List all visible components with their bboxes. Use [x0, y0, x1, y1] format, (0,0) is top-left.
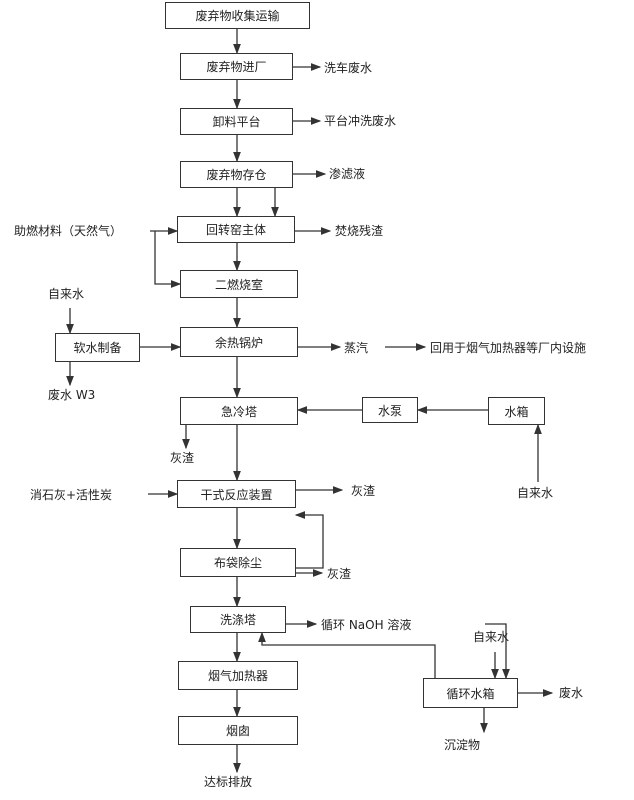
box-baghouse: 布袋除尘: [180, 548, 296, 577]
label-wastewater: 废水: [559, 686, 584, 700]
box-quench-tower: 急冷塔: [180, 397, 298, 425]
box-label: 布袋除尘: [213, 556, 262, 570]
box-label: 卸料平台: [212, 115, 261, 129]
label-fuel: 助燃材料（天然气）: [14, 224, 123, 238]
label-ash-2: 灰渣: [351, 484, 376, 498]
label-reuse: 回用于烟气加热器等厂内设施: [430, 341, 587, 355]
box-dry-reactor: 干式反应装置: [177, 480, 296, 508]
box-scrubber: 洗涤塔: [190, 606, 286, 633]
label-tap-water-3: 自来水: [473, 630, 510, 644]
label-discharge: 达标排放: [204, 775, 253, 789]
box-water-tank: 水箱: [488, 397, 545, 425]
label-platform-wash-water: 平台冲洗废水: [324, 114, 397, 128]
label-car-wash-water: 洗车废水: [324, 61, 373, 75]
box-circulating-tank: 循环水箱: [423, 678, 518, 708]
box-soft-water: 软水制备: [55, 333, 140, 362]
box-label: 余热锅炉: [214, 335, 263, 350]
label-tap-water-2: 自来水: [517, 486, 554, 500]
box-label: 回转窑主体: [205, 223, 266, 237]
box-label: 废弃物存仓: [206, 168, 267, 182]
label-sediment: 沉淀物: [444, 738, 481, 752]
box-label: 洗涤塔: [219, 613, 256, 627]
label-steam: 蒸汽: [344, 341, 369, 355]
box-label: 水箱: [504, 404, 529, 419]
box-waste-storage: 废弃物存仓: [180, 161, 293, 188]
box-water-pump: 水泵: [362, 397, 418, 423]
label-ash-1: 灰渣: [170, 451, 195, 465]
box-label: 循环水箱: [446, 686, 495, 701]
box-waste-heat-boiler: 余热锅炉: [180, 327, 298, 357]
box-chimney: 烟囱: [178, 716, 298, 745]
box-label: 急冷塔: [220, 404, 257, 419]
box-flue-gas-heater: 烟气加热器: [178, 661, 298, 690]
box-label: 水泵: [377, 403, 402, 418]
label-wastewater-w3: 废水 W3: [48, 388, 96, 402]
box-label: 烟囱: [225, 724, 250, 738]
box-label: 废弃物进厂: [206, 60, 267, 74]
label-lime-carbon: 消石灰+活性炭: [30, 488, 113, 502]
box-secondary-chamber: 二燃烧室: [180, 270, 298, 298]
label-residue: 焚烧残渣: [335, 224, 384, 238]
box-label: 废弃物收集运输: [195, 9, 280, 23]
box-waste-entry: 废弃物进厂: [180, 53, 293, 80]
box-label: 干式反应装置: [200, 487, 273, 502]
box-waste-collection: 废弃物收集运输: [165, 2, 310, 29]
box-label: 烟气加热器: [207, 669, 268, 683]
label-leachate: 渗滤液: [329, 167, 366, 181]
box-rotary-kiln: 回转窑主体: [177, 216, 295, 243]
box-unloading-platform: 卸料平台: [180, 108, 293, 135]
box-label: 软水制备: [73, 341, 122, 355]
label-naoh-solution: 循环 NaOH 溶液: [321, 618, 412, 632]
label-ash-3: 灰渣: [327, 567, 352, 581]
box-label: 二燃烧室: [214, 277, 263, 292]
label-tap-water-1: 自来水: [48, 287, 85, 301]
